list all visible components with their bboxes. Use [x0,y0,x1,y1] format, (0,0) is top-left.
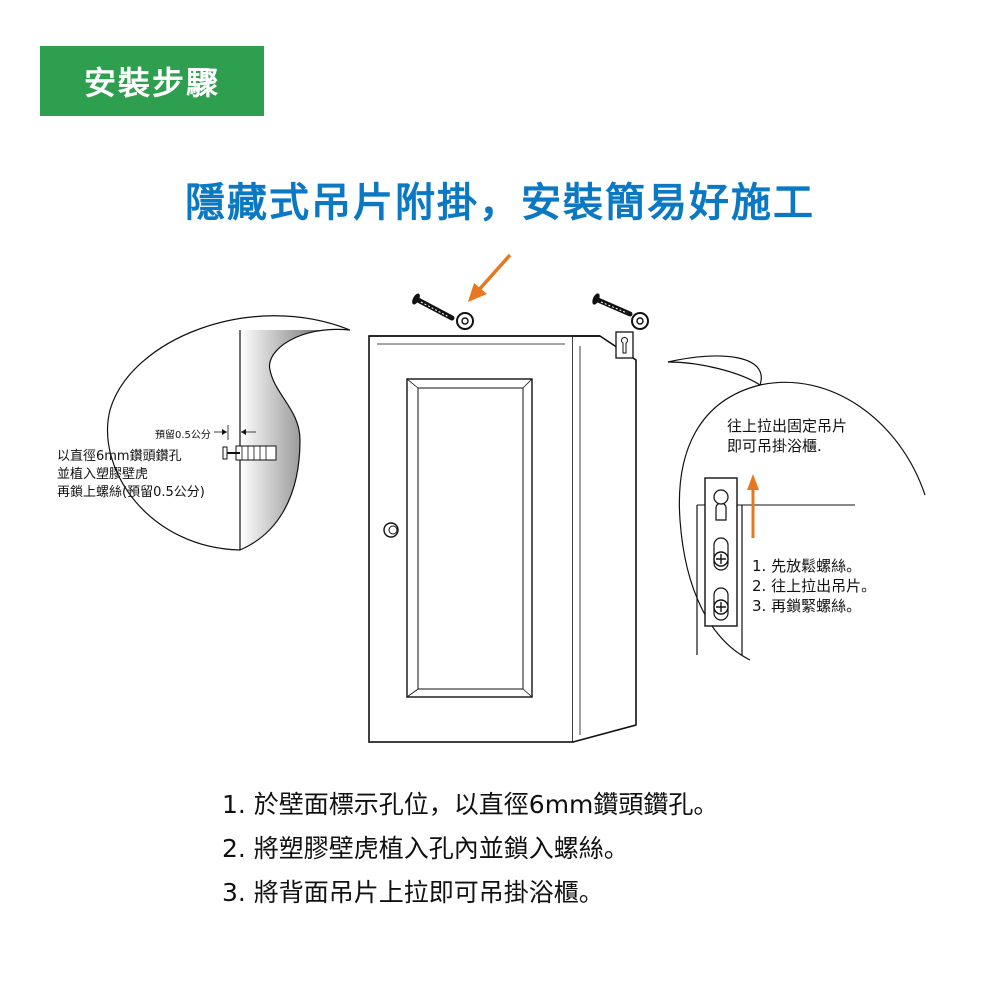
substep-1: 1. 先放鬆螺絲。 [752,557,862,575]
wall-detail-line-3: 再鎖上螺絲(預留0.5公分) [57,485,205,500]
pull-up-arrow [747,474,759,538]
wall-detail-line-1: 以直徑6mm鑽頭鑽孔 [57,449,182,464]
bracket-detail [667,355,926,661]
section-title-banner: 安裝步驟 [40,46,264,116]
step-1: 1. 於壁面標示孔位，以直徑6mm鑽頭鑽孔。 [222,790,719,819]
wall-anchor-detail [106,315,351,551]
screw-right-icon [592,293,649,330]
bracket-caption-line-2: 即可吊掛浴櫃. [727,437,822,455]
step-3: 3. 將背面吊片上拉即可吊掛浴櫃。 [222,878,604,907]
step-2: 2. 將塑膠壁虎植入孔內並鎖入螺絲。 [222,834,629,863]
bracket-caption-line-1: 往上拉出固定吊片 [727,417,848,435]
orange-pointer-arrow [468,253,512,302]
gap-label: 預留0.5公分 [155,430,211,441]
headline: 隱藏式吊片附掛，安裝簡易好施工 [185,180,815,226]
door-knob-icon [383,522,399,538]
wall-anchor-icon [222,445,277,461]
installation-steps: 1. 於壁面標示孔位，以直徑6mm鑽頭鑽孔。 2. 將塑膠壁虎植入孔內並鎖入螺絲… [222,783,718,915]
substep-3: 3. 再鎖緊螺絲。 [752,597,862,615]
bracket-substeps: 1. 先放鬆螺絲。 2. 往上拉出吊片。 3. 再鎖緊螺絲。 [752,556,876,616]
substep-2: 2. 往上拉出吊片。 [752,577,877,595]
screw-left-icon [412,293,474,330]
bracket-caption: 往上拉出固定吊片 即可吊掛浴櫃. [727,416,847,456]
wall-detail-line-2: 並植入塑膠壁虎 [57,467,149,482]
cabinet-drawing [368,331,637,743]
